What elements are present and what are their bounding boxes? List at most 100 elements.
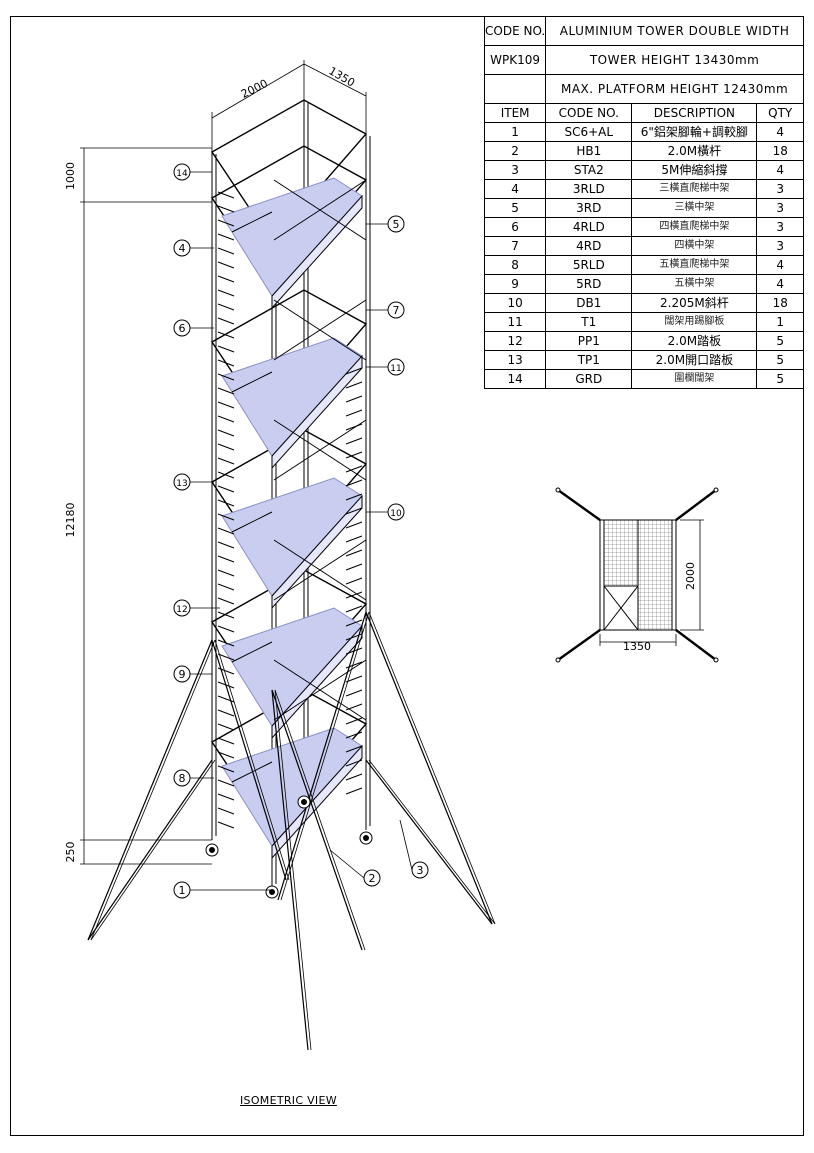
rung: [217, 303, 235, 311]
rung: [217, 191, 235, 199]
part-code: HB1: [545, 141, 633, 161]
view-label: ISOMETRIC VIEW: [240, 1094, 337, 1107]
plan-stabiliser: [557, 489, 601, 521]
part-qty: 5: [756, 350, 804, 370]
callout-circle: [363, 869, 381, 887]
callout-circle: [387, 301, 405, 319]
dim-guard-height-label: 1000: [64, 162, 77, 190]
rung: [217, 807, 235, 815]
rung: [217, 275, 235, 283]
rung: [217, 639, 235, 647]
callout-label: 3: [417, 864, 424, 877]
part-qty: 4: [756, 274, 804, 294]
part-item: 1: [483, 122, 547, 142]
stabiliser: [271, 689, 309, 1051]
rung: [217, 513, 235, 521]
rung: [217, 401, 235, 409]
rung: [217, 653, 235, 661]
stabiliser-edge: [90, 759, 216, 941]
rung: [217, 779, 235, 787]
rung: [217, 821, 235, 829]
column-header-description: DESCRIPTION: [631, 103, 758, 123]
part-code: 4RD: [545, 236, 633, 256]
stabiliser-edge: [280, 611, 370, 901]
rung: [345, 437, 363, 445]
stabiliser-edge: [274, 689, 366, 951]
plan-hatch-cross: [603, 585, 639, 631]
column-header-qty: QTY: [756, 103, 804, 123]
platform-edge: [271, 624, 363, 740]
part-code: 4RLD: [545, 217, 633, 237]
part-qty: 5: [756, 331, 804, 351]
diagonal-brace: [273, 539, 367, 601]
part-qty: 1: [756, 312, 804, 332]
dim-width-line: [211, 63, 305, 119]
callout-circle: [173, 163, 191, 181]
callout-label: 13: [176, 479, 187, 489]
rung: [217, 261, 235, 269]
rung: [345, 675, 363, 683]
callout-circle: [173, 881, 191, 899]
callout-leader: [329, 849, 365, 879]
part-item: 2: [483, 141, 547, 161]
drawing-frame: [10, 16, 804, 1136]
drawing-title: ALUMINIUM TOWER DOUBLE WIDTH: [545, 16, 804, 46]
part-description: 圍欄闊架: [631, 369, 758, 389]
callout-circle: [173, 473, 191, 491]
tower-height: TOWER HEIGHT 13430mm: [545, 45, 804, 75]
callout-label: 5: [393, 218, 400, 231]
part-code: STA2: [545, 160, 633, 180]
part-item: 11: [483, 312, 547, 332]
callout-circle: [173, 665, 191, 683]
rung: [345, 563, 363, 571]
stabiliser-edge: [368, 611, 496, 925]
part-description: 五橫中架: [631, 274, 758, 294]
rung: [345, 731, 363, 739]
stabiliser: [87, 759, 213, 941]
dim-platform-rise-label: 12180: [64, 503, 77, 538]
rung: [217, 457, 235, 465]
parts-table: CODE NO. ALUMINIUM TOWER DOUBLE WIDTH WP…: [483, 16, 804, 389]
rung: [217, 695, 235, 703]
part-description: 6"鋁架腳輪+調較腳: [631, 122, 758, 142]
rung: [217, 471, 235, 479]
rung: [217, 611, 235, 619]
callout-label: 6: [179, 322, 186, 335]
stabiliser: [271, 689, 363, 951]
rung: [345, 717, 363, 725]
rung: [217, 723, 235, 731]
rung: [217, 569, 235, 577]
part-description: 2.0M開口踏板: [631, 350, 758, 370]
rung: [345, 759, 363, 767]
callout-circle: [173, 599, 191, 617]
rung: [217, 625, 235, 633]
callout-circle: [173, 239, 191, 257]
plan-stabiliser: [675, 489, 717, 521]
part-code: T1: [545, 312, 633, 332]
tower-structure: [87, 99, 496, 1051]
plan-stabiliser: [675, 629, 717, 661]
castor-hub: [209, 847, 215, 853]
part-qty: 4: [756, 122, 804, 142]
platform-height: MAX. PLATFORM HEIGHT 12430mm: [545, 74, 804, 104]
callout-label: 11: [390, 364, 401, 374]
rung: [345, 493, 363, 501]
blank-cell: [483, 74, 547, 104]
rung: [345, 689, 363, 697]
rung: [217, 233, 235, 241]
rung: [217, 751, 235, 759]
castor-hub: [301, 799, 307, 805]
part-description: 三橫中架: [631, 198, 758, 218]
stabiliser: [365, 759, 493, 925]
part-item: 6: [483, 217, 547, 237]
callout-label: 10: [390, 509, 402, 519]
callout-circle: [387, 503, 405, 521]
callout-label: 12: [176, 605, 187, 615]
column-header-item: ITEM: [483, 103, 547, 123]
callout-circle: [173, 319, 191, 337]
rung: [345, 451, 363, 459]
